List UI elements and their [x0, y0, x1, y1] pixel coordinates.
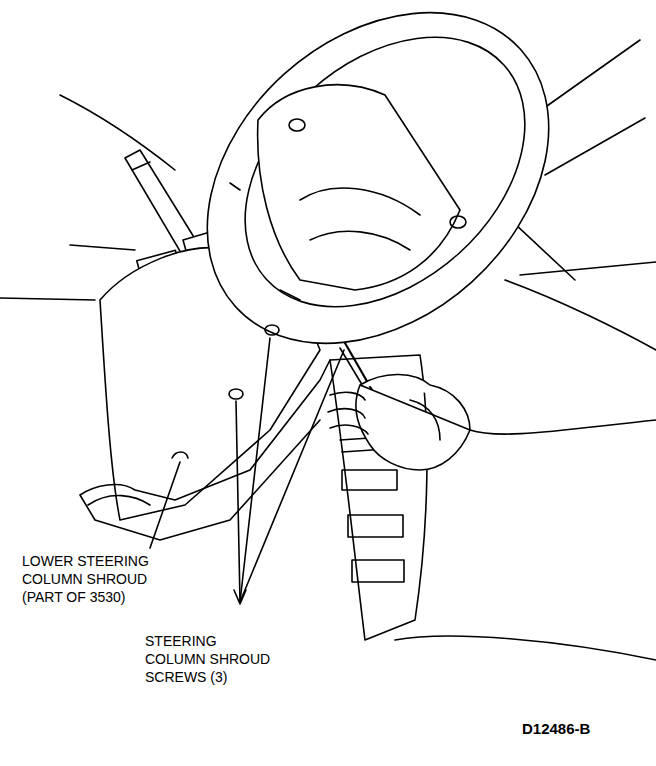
hub-detail: [280, 290, 300, 300]
shroud-edge: [88, 496, 150, 505]
spoke: [300, 188, 420, 215]
seat-line: [395, 636, 656, 660]
dash-line: [60, 95, 175, 170]
leader-line: [240, 350, 344, 602]
leader-line: [236, 401, 240, 602]
lever-detail: [132, 162, 150, 170]
spoke: [310, 231, 410, 250]
leader-line: [150, 462, 180, 548]
console-vent: [352, 560, 404, 582]
figure-number: D12486-B: [522, 720, 642, 738]
hub-screw: [450, 216, 466, 228]
steering-wheel-inner-rim: [192, 0, 577, 361]
shroud-screw: [265, 325, 279, 335]
hub-detail: [230, 183, 240, 190]
leader-line: [240, 338, 270, 602]
shroud-screw: [229, 389, 243, 399]
fingers: [328, 392, 368, 434]
shroud-screw: [172, 452, 188, 458]
dash-line: [70, 245, 135, 250]
part-label: LOWER STEERING COLUMN SHROUD (PART OF 35…: [22, 552, 172, 606]
console-vent: [342, 470, 397, 490]
dash-line: [545, 118, 645, 175]
part-label: STEERING COLUMN SHROUD SCREWS (3): [145, 632, 273, 686]
console-vent: [348, 515, 403, 537]
steering-wheel-rim: [142, 0, 615, 411]
thumb: [410, 400, 440, 440]
leader-tip: [234, 590, 246, 604]
dash-line: [0, 298, 95, 300]
hand: [356, 374, 656, 470]
dash-line: [520, 262, 656, 275]
steering-wheel-hub: [258, 85, 460, 290]
arm-line: [505, 280, 656, 350]
hub-screw: [289, 119, 305, 131]
lower-steering-column-shroud: [80, 360, 330, 540]
